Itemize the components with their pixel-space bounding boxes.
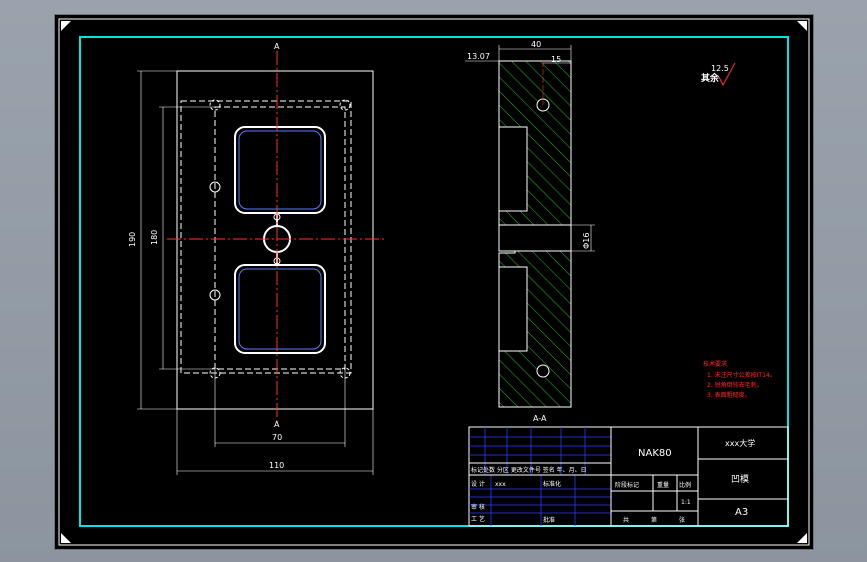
section-mark-top: A xyxy=(274,42,280,51)
approve-label: 批准 xyxy=(543,516,555,524)
weight-label: 重量 xyxy=(657,481,669,489)
notes-line-2: 2. 锐角倒钝去毛刺。 xyxy=(707,381,763,389)
pin-hole-3 xyxy=(209,99,221,111)
stage-mark-label: 阶段标记 xyxy=(615,481,639,489)
roughness-value: 12.5 xyxy=(711,64,729,73)
roughness-check-icon xyxy=(718,62,736,87)
dim-offset: 13.07 xyxy=(467,52,490,61)
hidden-pocket-inner xyxy=(214,106,346,370)
inner-border xyxy=(79,36,789,527)
sheet-label: 张 xyxy=(679,516,685,524)
notes-line-1: 1. 未注尺寸公差按IT14。 xyxy=(707,371,776,379)
section-cavity-lower xyxy=(498,266,528,352)
plate-outline xyxy=(176,70,374,410)
corner-mark-bl xyxy=(61,533,71,543)
page-label: 第 xyxy=(651,516,657,524)
scale-label: 比例 xyxy=(679,481,691,489)
section-sprue xyxy=(498,224,572,252)
part-name: 凹模 xyxy=(731,474,749,485)
section-label: A-A xyxy=(533,414,547,423)
designer: xxx xyxy=(495,481,506,488)
cavity-lower-inner xyxy=(238,268,322,350)
cad-drawing: A A 190 180 70 110 xyxy=(58,18,810,546)
pin-hole-1 xyxy=(209,181,221,193)
front-view: A A 190 180 70 110 xyxy=(128,42,385,475)
corner-mark-tr xyxy=(797,21,807,31)
university: xxx大学 xyxy=(725,438,755,448)
scale-value: 1:1 xyxy=(681,499,691,506)
process-label: 工 艺 xyxy=(471,515,485,523)
outer-border xyxy=(58,18,810,546)
title-block-frame xyxy=(468,426,789,527)
cavity-upper xyxy=(234,126,326,214)
drawing-sheet: A A 190 180 70 110 xyxy=(54,14,814,550)
dim-section-width: 40 xyxy=(531,40,541,49)
design-label: 设 计 xyxy=(471,480,485,488)
sheet-size: A3 xyxy=(735,507,748,518)
notes-line-3: 3. 表面粗糙度。 xyxy=(707,391,751,399)
material: NAK80 xyxy=(638,448,672,459)
roughness-symbol: 12.5 其余 xyxy=(701,62,736,87)
hidden-pocket-outer xyxy=(180,100,352,374)
corner-mark-tl xyxy=(61,21,71,31)
dim-width-inner: 70 xyxy=(272,433,282,442)
dim-height-inner: 180 xyxy=(150,230,159,245)
corner-mark-br xyxy=(797,533,807,543)
dim-width-outer: 110 xyxy=(269,461,284,470)
section-hole-lower xyxy=(536,364,550,378)
standardize-label: 标准化 xyxy=(543,480,561,488)
section-view: 40 13.07 15 Φ16 A-A xyxy=(465,40,595,423)
header-row: 标记处数 分区 更改文件号 签名 年、月、日 xyxy=(471,466,587,474)
dim-height-outer: 190 xyxy=(128,232,137,247)
review-label: 审 核 xyxy=(471,503,485,511)
pin-hole-2 xyxy=(209,289,221,301)
section-cavity-upper xyxy=(498,126,528,212)
total-label: 共 xyxy=(623,516,629,524)
technical-notes: 技术要求 1. 未注尺寸公差按IT14。 2. 锐角倒钝去毛刺。 3. 表面粗糙… xyxy=(703,360,776,399)
dim-small: 15 xyxy=(551,55,561,64)
title-block: NAK80 xxx大学 凹模 A3 标记处数 分区 更改文件号 签名 年、月、日… xyxy=(468,426,789,527)
section-mark-bottom: A xyxy=(274,420,280,429)
revision-grid xyxy=(469,427,612,526)
dim-hole: Φ16 xyxy=(582,233,591,249)
pin-hole-4 xyxy=(339,99,351,111)
title-grid xyxy=(469,427,788,526)
notes-title: 技术要求 xyxy=(703,360,727,368)
cavity-lower xyxy=(234,264,326,354)
cavity-upper-inner xyxy=(238,130,322,210)
roughness-label: 其余 xyxy=(701,72,720,84)
